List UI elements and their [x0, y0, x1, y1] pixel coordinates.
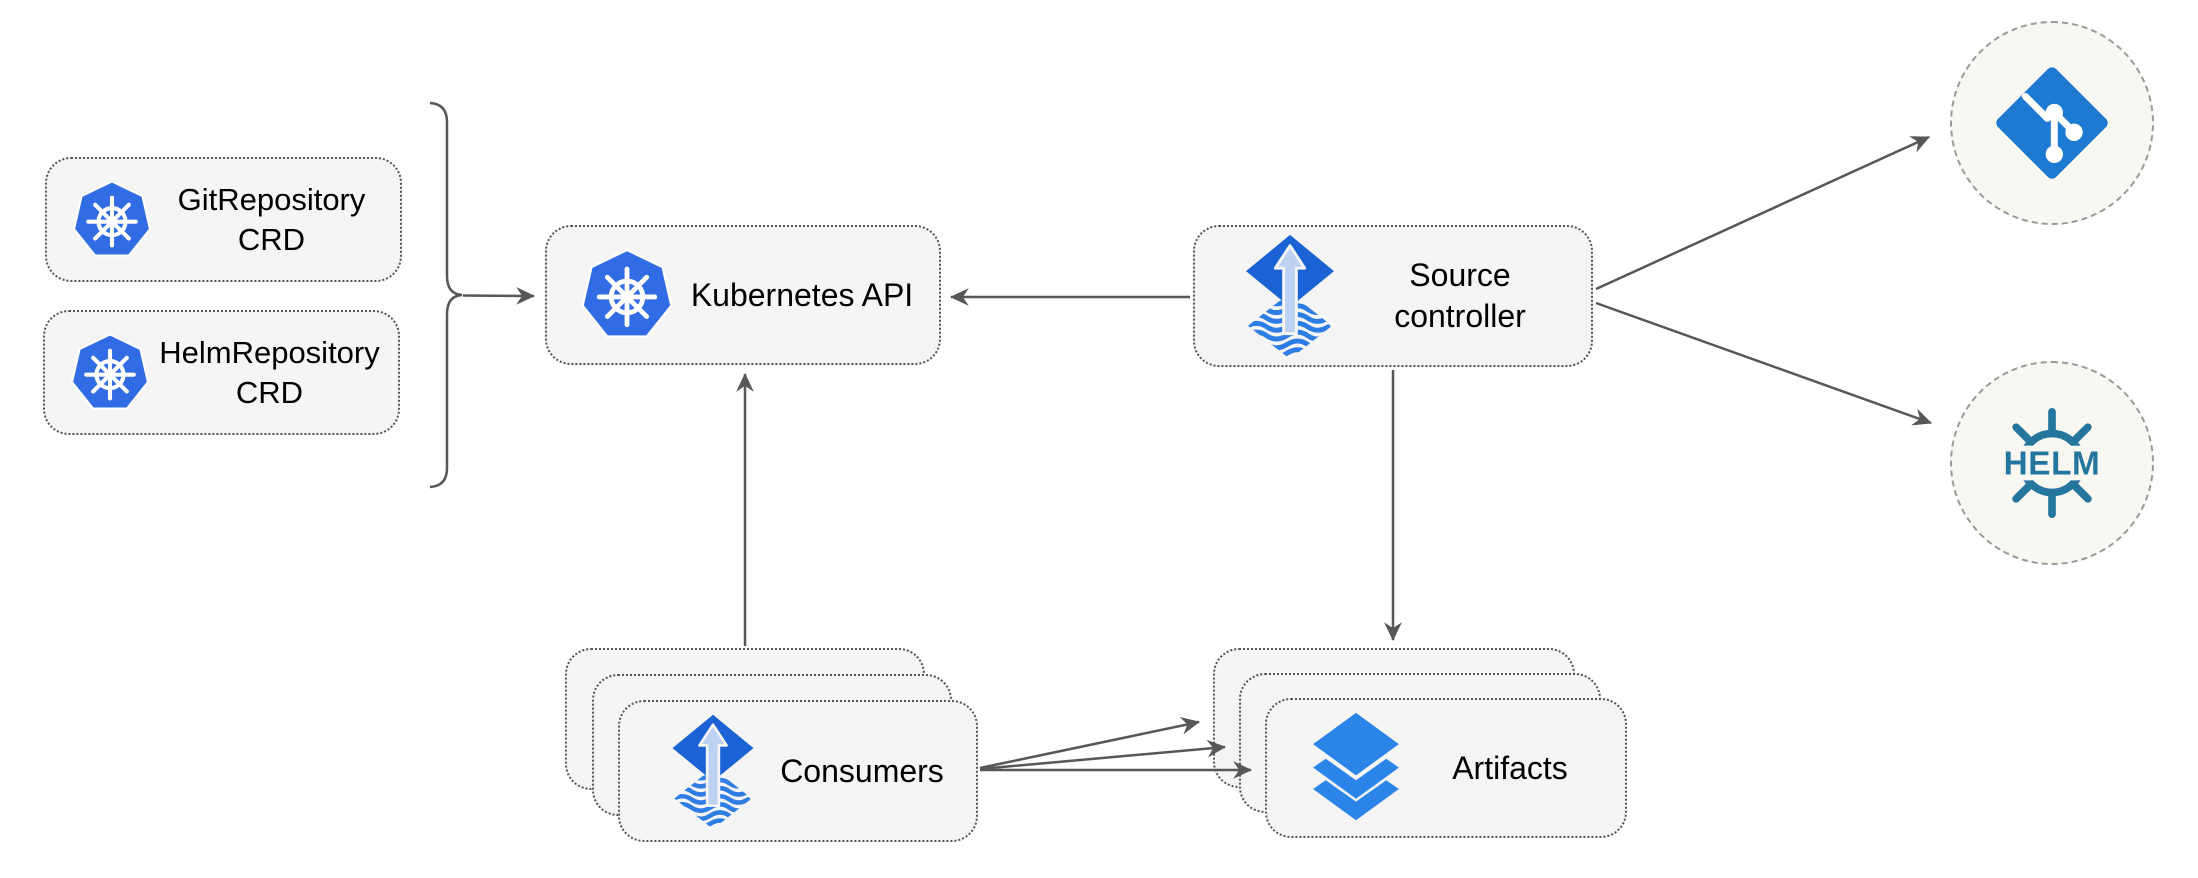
edge-source-controller-to-helm	[1595, 301, 1932, 426]
node-label: Artifacts	[1452, 749, 1568, 786]
node-helm-endpoint: HELM	[1950, 361, 2154, 565]
node-git-endpoint	[1950, 21, 2154, 225]
kubernetes-icon	[69, 332, 151, 414]
node-label: Kubernetes API	[690, 276, 914, 313]
kubernetes-icon	[71, 179, 153, 261]
node-consumers: Consumers	[618, 700, 978, 842]
layers-icon	[1307, 709, 1405, 828]
edge-consumers-to-artifacts-back	[979, 716, 1200, 770]
flux-icon	[1241, 232, 1339, 361]
kubernetes-icon	[579, 247, 675, 343]
edge-consumers-to-artifacts-middle	[979, 739, 1226, 771]
edge-source-controller-to-git	[1595, 135, 1930, 291]
edge-crds-to-kubernetes-api	[462, 286, 535, 305]
git-icon	[1994, 65, 2110, 181]
helm-logo-text: HELM	[2004, 446, 2101, 483]
crd-group-bracket	[429, 101, 463, 489]
node-label: Consumers	[780, 752, 944, 789]
node-kubernetes-api: Kubernetes API	[545, 225, 941, 365]
node-artifacts: Artifacts	[1265, 698, 1627, 838]
helm-icon: HELM	[1988, 399, 2116, 527]
flux-icon	[668, 712, 758, 831]
